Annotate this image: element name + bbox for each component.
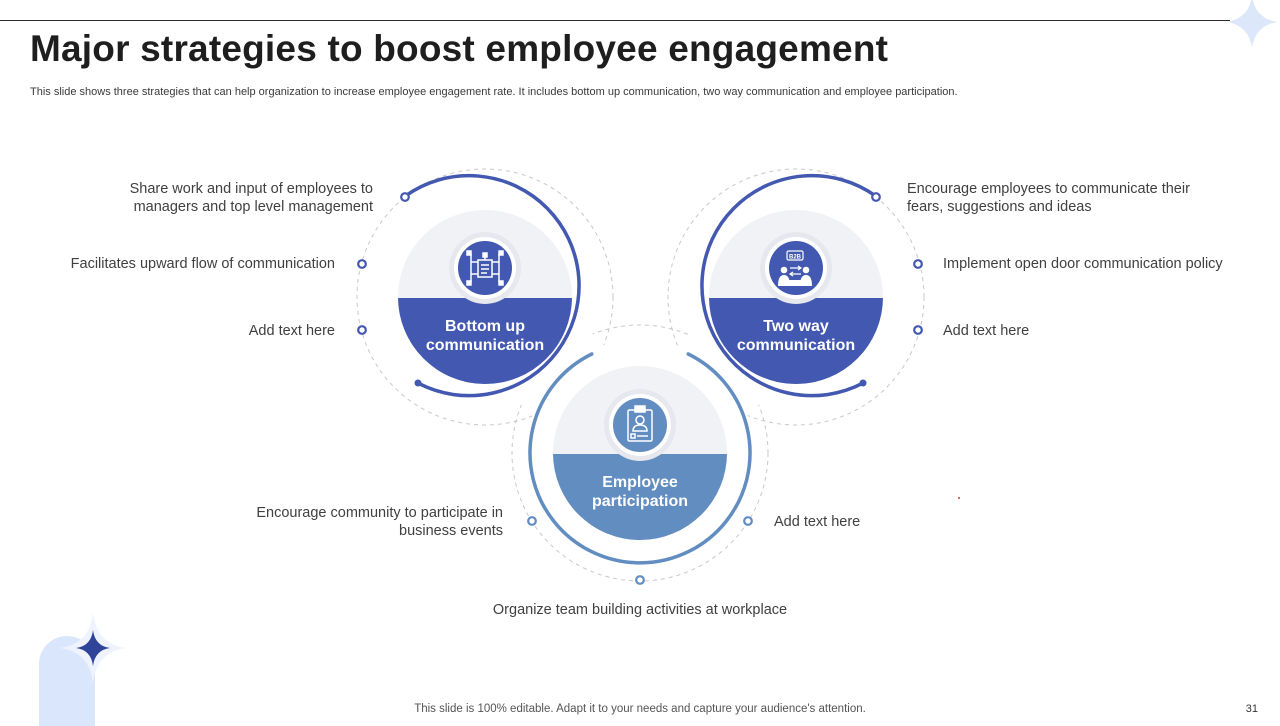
marker-dot bbox=[527, 516, 537, 526]
dashed-ring-bottom-up bbox=[356, 168, 614, 426]
participation-point-1-line1: Encourage community to participate in bbox=[256, 505, 503, 521]
marker-dot bbox=[743, 516, 753, 526]
participation-point-1-line2: business events bbox=[399, 523, 503, 539]
marker-dot bbox=[635, 575, 645, 585]
arc-participation bbox=[528, 352, 752, 565]
two-way-point-1: Encourage employees to communicate their… bbox=[907, 180, 1190, 216]
inner-circle-two-way bbox=[709, 210, 883, 384]
arc-two-way bbox=[700, 173, 878, 398]
two-way-point-3: Add text here bbox=[943, 323, 1030, 339]
two-way-point-1-line2: fears, suggestions and ideas bbox=[907, 199, 1092, 215]
marker-dot bbox=[871, 192, 881, 202]
bottom-up-point-1-line2: managers and top level management bbox=[133, 199, 373, 215]
bottom-up-point-1-line1: Share work and input of employees to bbox=[129, 181, 373, 197]
star-decoration-bottom-left bbox=[76, 630, 110, 666]
bottom-up-point-2: Facilitates upward flow of communication bbox=[70, 256, 335, 272]
strategy-title-bottom-up-line2: communication bbox=[426, 337, 544, 354]
bottom-up-point-1: Share work and input of employees to man… bbox=[130, 180, 373, 216]
marker-dot bbox=[913, 259, 923, 269]
arc-bottom-up bbox=[403, 173, 581, 398]
slide-footer: This slide is 100% editable. Adapt it to… bbox=[414, 703, 866, 715]
star-decoration-top-right bbox=[1227, 0, 1277, 48]
two-way-point-1-line1: Encourage employees to communicate their bbox=[907, 181, 1190, 197]
b2b-meeting-icon: B2B bbox=[778, 250, 812, 286]
marker-dot bbox=[400, 192, 410, 202]
marker-dot bbox=[357, 325, 367, 335]
b2b-badge-text: B2B bbox=[789, 254, 802, 260]
clipboard-user-icon bbox=[627, 405, 653, 442]
top-divider-line bbox=[0, 20, 1230, 21]
participation-point-2: Add text here bbox=[774, 514, 861, 530]
dashed-ring-two-way bbox=[667, 168, 925, 426]
slide-title: Major strategies to boost employee engag… bbox=[30, 28, 889, 69]
bottom-up-point-3: Add text here bbox=[248, 323, 335, 339]
slide-subtitle: This slide shows three strategies that c… bbox=[30, 86, 958, 98]
marker-dot bbox=[357, 259, 367, 269]
strategy-title-two-way-line2: communication bbox=[737, 337, 855, 354]
participation-point-1: Encourage community to participate in bu… bbox=[256, 504, 503, 540]
org-chart-icon bbox=[466, 250, 504, 286]
marker-dot bbox=[913, 325, 923, 335]
strategy-title-participation-line2: participation bbox=[592, 493, 688, 510]
page-number: 31 bbox=[1245, 703, 1258, 715]
strategy-title-participation-line1: Employee bbox=[602, 474, 678, 491]
participation-point-3: Organize team building activities at wor… bbox=[492, 602, 788, 618]
strategy-title-bottom-up-line1: Bottom up bbox=[445, 318, 525, 335]
two-way-point-2: Implement open door communication policy bbox=[943, 256, 1223, 272]
strategy-title-two-way-line1: Two way bbox=[763, 318, 829, 335]
